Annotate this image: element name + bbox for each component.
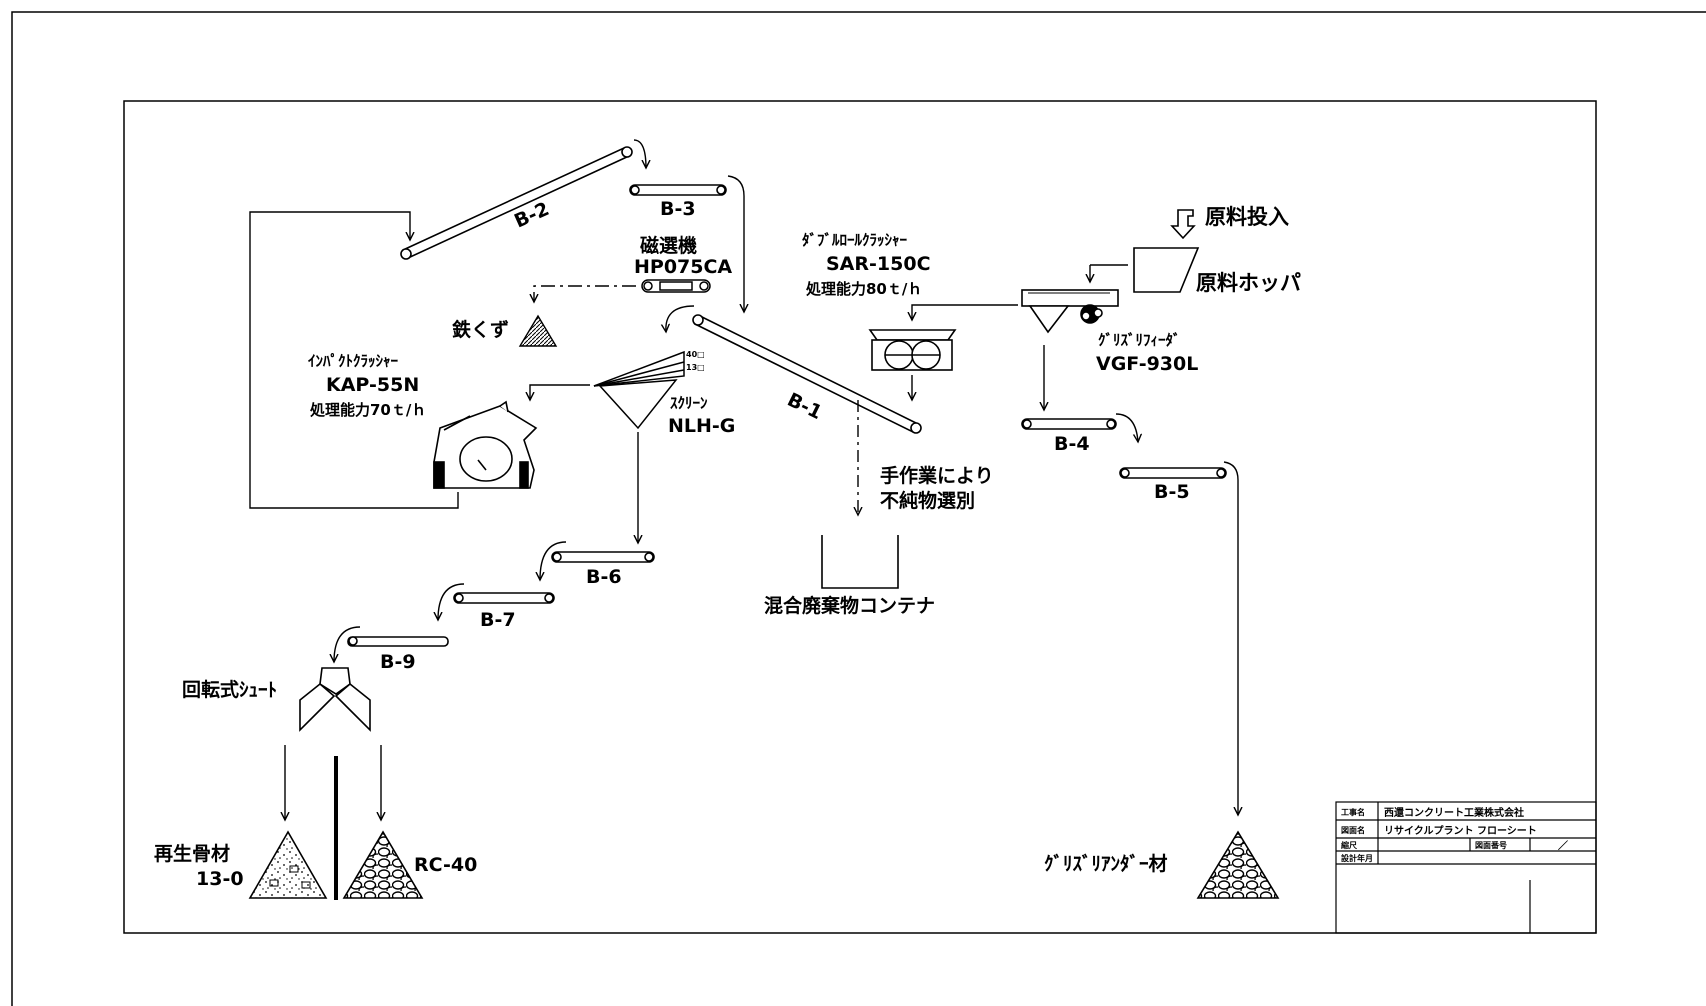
title-block-row1-value: 西還コンクリート工業株式会社 [1384,806,1524,819]
waste-container-label: 混合廃棄物コンテナ [764,594,935,617]
manual-sort-line2: 不純物選別 [880,489,975,512]
conveyor-b3 [629,184,727,196]
title-block-row4-label: 設計年月 [1341,853,1373,863]
impact-crusher-model: KAP-55N [326,374,419,396]
title-block-row3-label: 縮尺 [1341,840,1357,850]
magnetic-separator-name: 磁選機 [640,234,697,257]
impact-return-line [249,211,459,509]
manual-sort-line1: 手作業により [880,464,994,487]
double-roll-crusher [868,329,957,371]
raw-input-label: 原料投入 [1205,205,1289,229]
title-block-row2-value: リサイクルプラント フローシート [1384,824,1537,837]
raw-input-arrow-icon [1170,209,1196,240]
title-block-row3-value: ／ [1558,839,1568,852]
drawing-border [123,100,1597,934]
title-block [1335,801,1597,934]
conveyor-b4-label: B-4 [1054,433,1090,455]
conveyor-b7-label: B-7 [480,609,516,631]
grizzly-under-pile [1196,830,1280,899]
conveyor-b9-label: B-9 [380,651,416,673]
page-frame [11,11,1706,1006]
impact-crusher [433,400,538,489]
magnet-to-iron-line [534,285,636,302]
conveyor-b6 [551,551,655,563]
rc40-pile [342,830,424,899]
conveyor-b5-label: B-5 [1154,481,1190,503]
iron-scrap-pile [518,314,558,347]
screen-model: NLH-G [668,415,735,437]
grizzly-under-label: ｸﾞﾘｽﾞﾘｱﾝﾀﾞｰ材 [1044,852,1168,875]
rc40-label: RC-40 [414,854,477,876]
raw-hopper-label: 原料ホッパ [1196,271,1301,295]
conveyor-b1 [692,314,922,434]
conveyor-b9 [347,636,449,647]
screen-name: ｽｸﾘｰﾝ [670,394,708,412]
grizzly-feeder-model: VGF-930L [1096,353,1198,375]
double-roll-crusher-name: ﾀﾞﾌﾞﾙﾛｰﾙｸﾗｯｼｬｰ [802,231,908,249]
conveyor-b5 [1119,467,1227,479]
conveyor-b6-label: B-6 [586,566,622,588]
recycled-aggregate-name: 再生骨材 [154,842,230,865]
double-roll-crusher-model: SAR-150C [826,253,931,275]
rotary-chute-label: 回転式ｼｭｰﾄ [182,678,277,701]
raw-hopper [1133,247,1200,293]
waste-container [821,535,899,589]
double-roll-crusher-capacity: 処理能力80ｔ/ｈ [805,280,922,298]
title-block-row2-label: 図面名 [1341,825,1365,835]
conveyor-b7 [453,592,555,604]
title-block-row1-label: 工事名 [1341,807,1365,817]
iron-scrap-label: 鉄くず [452,318,509,341]
recycled-aggregate-pile [248,830,328,899]
conveyor-b4 [1021,418,1117,430]
magnetic-separator-model: HP075CA [634,256,732,278]
conveyor-b2 [400,146,633,260]
magnetic-separator [641,279,711,293]
impact-crusher-name: ｲﾝﾊﾟｸﾄｸﾗｯｼｬｰ [308,352,399,370]
grizzly-feeder-name: ｸﾞﾘｽﾞﾘﾌｨｰﾀﾞ [1098,331,1181,349]
grizzly-feeder [1021,289,1119,334]
screen-deck-bottom: 13□ [686,363,705,372]
recycled-aggregate-size: 13-0 [196,868,244,890]
title-block-row3-mid: 図面番号 [1475,840,1507,850]
screen-deck-top: 40□ [686,350,705,359]
impact-crusher-capacity: 処理能力70ｔ/ｈ [309,401,426,419]
feeder-to-roll-line [912,304,1018,320]
conveyor-b1-label: B-1 [784,389,826,424]
conveyor-b3-label: B-3 [660,198,696,220]
screen [593,350,685,430]
rotary-chute [299,667,371,732]
screen-to-impact-line [530,384,590,400]
